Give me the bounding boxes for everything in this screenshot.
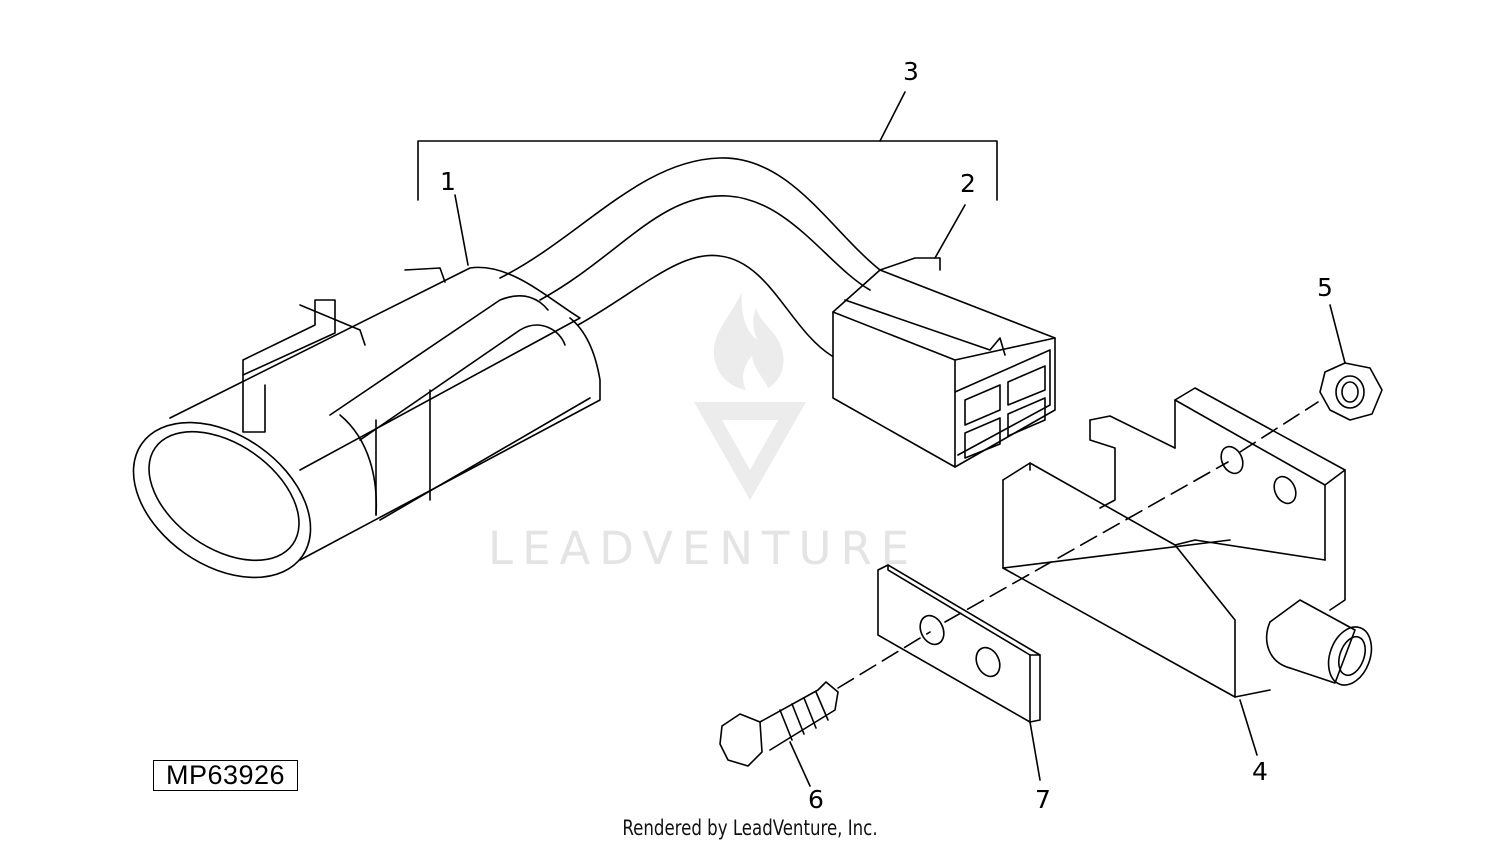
bolt-6 <box>719 681 839 787</box>
switch-4 <box>1002 387 1373 756</box>
callout-1: 1 <box>440 167 456 196</box>
leader-lines <box>454 194 469 266</box>
watermark-logo <box>694 292 806 500</box>
render-credit: Rendered by LeadVenture, Inc. <box>622 816 878 840</box>
wire-harness <box>499 157 881 357</box>
part-number-label: MP63926 <box>153 760 298 791</box>
callout-5: 5 <box>1317 273 1333 302</box>
centerlines <box>837 401 1319 689</box>
plate-7 <box>877 564 1041 781</box>
assembly-bracket <box>417 91 998 201</box>
watermark-text: LEADVENTURE <box>488 522 919 575</box>
connector-1 <box>132 266 601 579</box>
callout-7: 7 <box>1035 785 1051 814</box>
connector-2 <box>832 204 1056 468</box>
callout-4: 4 <box>1252 757 1268 786</box>
callout-2: 2 <box>960 169 976 198</box>
nut-5 <box>1319 304 1383 421</box>
callout-3: 3 <box>903 57 919 86</box>
callout-6: 6 <box>808 785 824 814</box>
